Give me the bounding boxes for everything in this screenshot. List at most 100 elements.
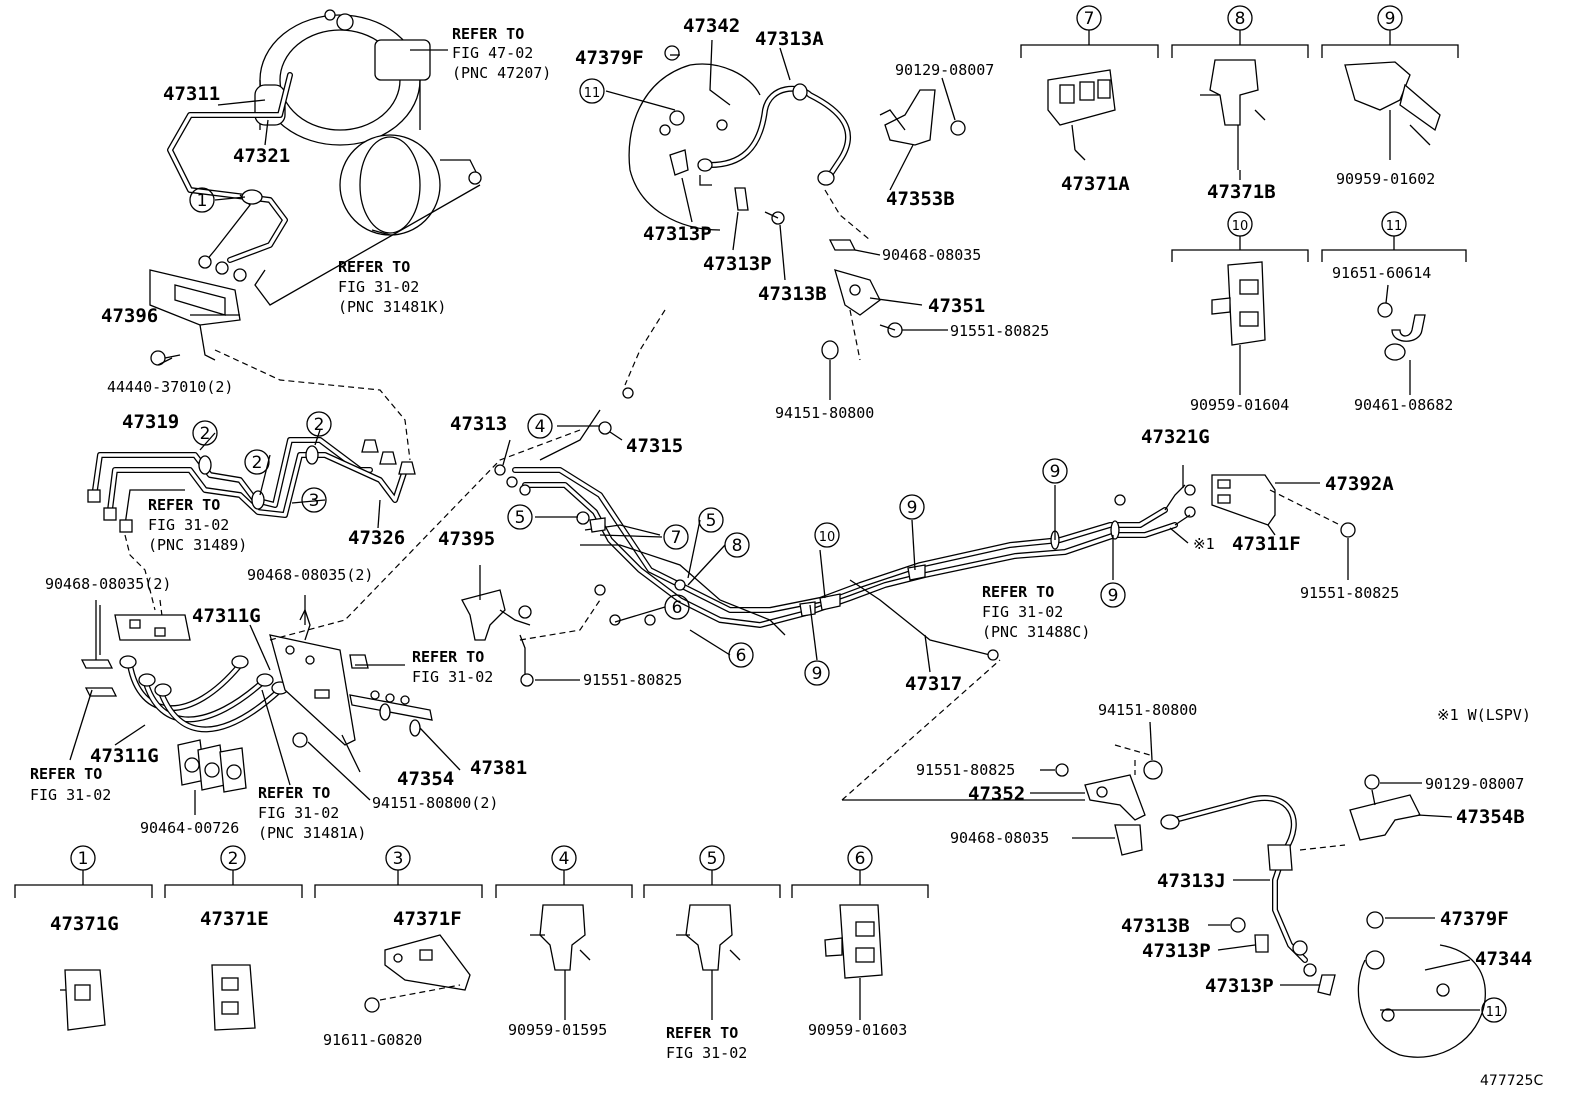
refer-to-pnc: (PNC 31489): [148, 536, 247, 554]
callout-9: 9: [1108, 586, 1119, 606]
callout-5: 5: [706, 511, 717, 531]
refer-to-figure: FIG 47-02: [452, 44, 533, 62]
part-label-47313: 47313: [450, 413, 507, 435]
refer-to-figure: FIG 31-02: [148, 516, 229, 534]
part-label-91551-80825: 91551-80825: [1300, 584, 1399, 602]
refer-to-label: REFER TO: [148, 496, 220, 514]
callout-3: 3: [309, 491, 320, 511]
detail-callout-11: 11: [1386, 219, 1403, 234]
brake-pipe-47319: [87, 437, 416, 533]
part-label-94151-80800-2: 94151-80800(2): [372, 794, 498, 812]
detail-box-9: [1321, 30, 1459, 160]
part-label-47351: 47351: [928, 295, 985, 317]
detail-callout-10: 10: [1232, 219, 1249, 234]
part-label-47371g: 47371G: [50, 913, 119, 935]
detail-callout-4: 4: [559, 849, 570, 869]
part-label-47379f: 47379F: [1440, 908, 1509, 930]
callout-circles: 1 2 2 2 3 4 5 5 6 6 7 8 9 9 9 9 10 11 11…: [70, 5, 1507, 1023]
part-label-47311f: 47311F: [1232, 533, 1301, 555]
part-label-47381: 47381: [470, 757, 527, 779]
refer-to-label: REFER TO: [412, 648, 484, 666]
part-label-47354b: 47354B: [1456, 806, 1525, 828]
part-labels: 47311 47321 47396 44440-37010(2) 47319 4…: [45, 15, 1532, 1049]
refer-to-label: REFER TO: [452, 25, 524, 43]
refer-to-figure: FIG 31-02: [338, 278, 419, 296]
part-label-91551-80825: 91551-80825: [583, 671, 682, 689]
refer-to-figure: FIG 31-02: [412, 668, 493, 686]
detail-box-2: [164, 870, 303, 1031]
part-label-90468-08035-2: 90468-08035(2): [247, 566, 373, 584]
part-label-47315: 47315: [626, 435, 683, 457]
part-label-47379f: 47379F: [575, 47, 644, 69]
callout-1: 1: [197, 191, 208, 211]
bracket-47354b: [1349, 774, 1421, 841]
detail-box-7: [1020, 30, 1159, 151]
part-label-47353b: 47353B: [886, 188, 955, 210]
detail-callout-8: 8: [1235, 9, 1246, 29]
part-label-94151-80800: 94151-80800: [775, 404, 874, 422]
part-label-90959-01603: 90959-01603: [808, 1021, 907, 1039]
callout-7: 7: [671, 528, 682, 548]
refer-to-figure: FIG 31-02: [30, 786, 111, 804]
part-label-91551-80825: 91551-80825: [950, 322, 1049, 340]
part-label-47352: 47352: [968, 783, 1025, 805]
detail-box-1: [14, 870, 153, 1031]
part-label-94151-80800: 94151-80800: [1098, 701, 1197, 719]
flex-hose-47313a: [697, 83, 852, 225]
part-label-90468-08035-2: 90468-08035(2): [45, 575, 171, 593]
part-label-47313p: 47313P: [1142, 940, 1211, 962]
part-label-47371a: 47371A: [1061, 173, 1130, 195]
part-label-47313b: 47313B: [1121, 915, 1190, 937]
lspv-note: ※1 W(LSPV): [1437, 706, 1531, 724]
rear-drum-47344: [1357, 911, 1486, 1058]
detail-callout-2: 2: [228, 849, 239, 869]
callout-8: 8: [732, 536, 743, 556]
callout-5: 5: [515, 508, 526, 528]
part-label-47313j: 47313J: [1157, 870, 1226, 892]
front-disc-47342: [628, 45, 761, 231]
connector-47381: [349, 690, 433, 737]
brake-pipe-47313-47315: [494, 387, 1196, 661]
part-label-90461-08682: 90461-08682: [1354, 396, 1453, 414]
part-label-47371e: 47371E: [200, 908, 269, 930]
detail-callout-9: 9: [1385, 9, 1396, 29]
flex-hose-47311g: [119, 655, 289, 733]
lspv-marker: ※1: [1193, 535, 1215, 553]
callout-2: 2: [200, 424, 211, 444]
reference-notes: REFER TO FIG 47-02 (PNC 47207) REFER TO …: [30, 25, 1543, 1089]
part-label-47342: 47342: [683, 15, 740, 37]
refer-to-label: REFER TO: [666, 1024, 738, 1042]
part-label-47321: 47321: [233, 145, 290, 167]
refer-to-pnc: (PNC 31488C): [982, 623, 1090, 641]
hose-clamp-90464: [177, 739, 247, 793]
part-label-47313a: 47313A: [755, 28, 824, 50]
flex-hose-47313j: [1160, 795, 1336, 996]
detail-callout-5: 5: [707, 849, 718, 869]
refer-to-figure: FIG 31-02: [258, 804, 339, 822]
refer-to-label: REFER TO: [30, 765, 102, 783]
refer-to-pnc: (PNC 31481A): [258, 824, 366, 842]
part-label-90129-08007: 90129-08007: [895, 61, 994, 79]
callout-11: 11: [584, 86, 601, 101]
refer-to-label: REFER TO: [338, 258, 410, 276]
part-label-47344: 47344: [1475, 948, 1532, 970]
detail-callout-1: 1: [78, 849, 89, 869]
part-label-47321g: 47321G: [1141, 426, 1210, 448]
brake-booster-assembly: [254, 9, 482, 236]
bracket-47392a: [1211, 474, 1356, 538]
detail-box-5: [643, 870, 781, 1020]
bracket-47354: [269, 608, 356, 748]
part-label-90959-01595: 90959-01595: [508, 1021, 607, 1039]
part-label-47326: 47326: [348, 527, 405, 549]
part-label-90129-08007: 90129-08007: [1425, 775, 1524, 793]
part-label-91611-g0820: 91611-G0820: [323, 1031, 422, 1049]
part-label-47311g: 47311G: [192, 605, 261, 627]
bracket-47396: [149, 269, 241, 366]
part-label-47371f: 47371F: [393, 908, 462, 930]
refer-to-pnc: (PNC 31481K): [338, 298, 446, 316]
part-label-47371b: 47371B: [1207, 181, 1276, 203]
part-label-47311g: 47311G: [90, 745, 159, 767]
detail-box-8: [1171, 30, 1309, 170]
detail-callout-6: 6: [855, 849, 866, 869]
part-label-44440-37010: 44440-37010(2): [107, 378, 233, 396]
